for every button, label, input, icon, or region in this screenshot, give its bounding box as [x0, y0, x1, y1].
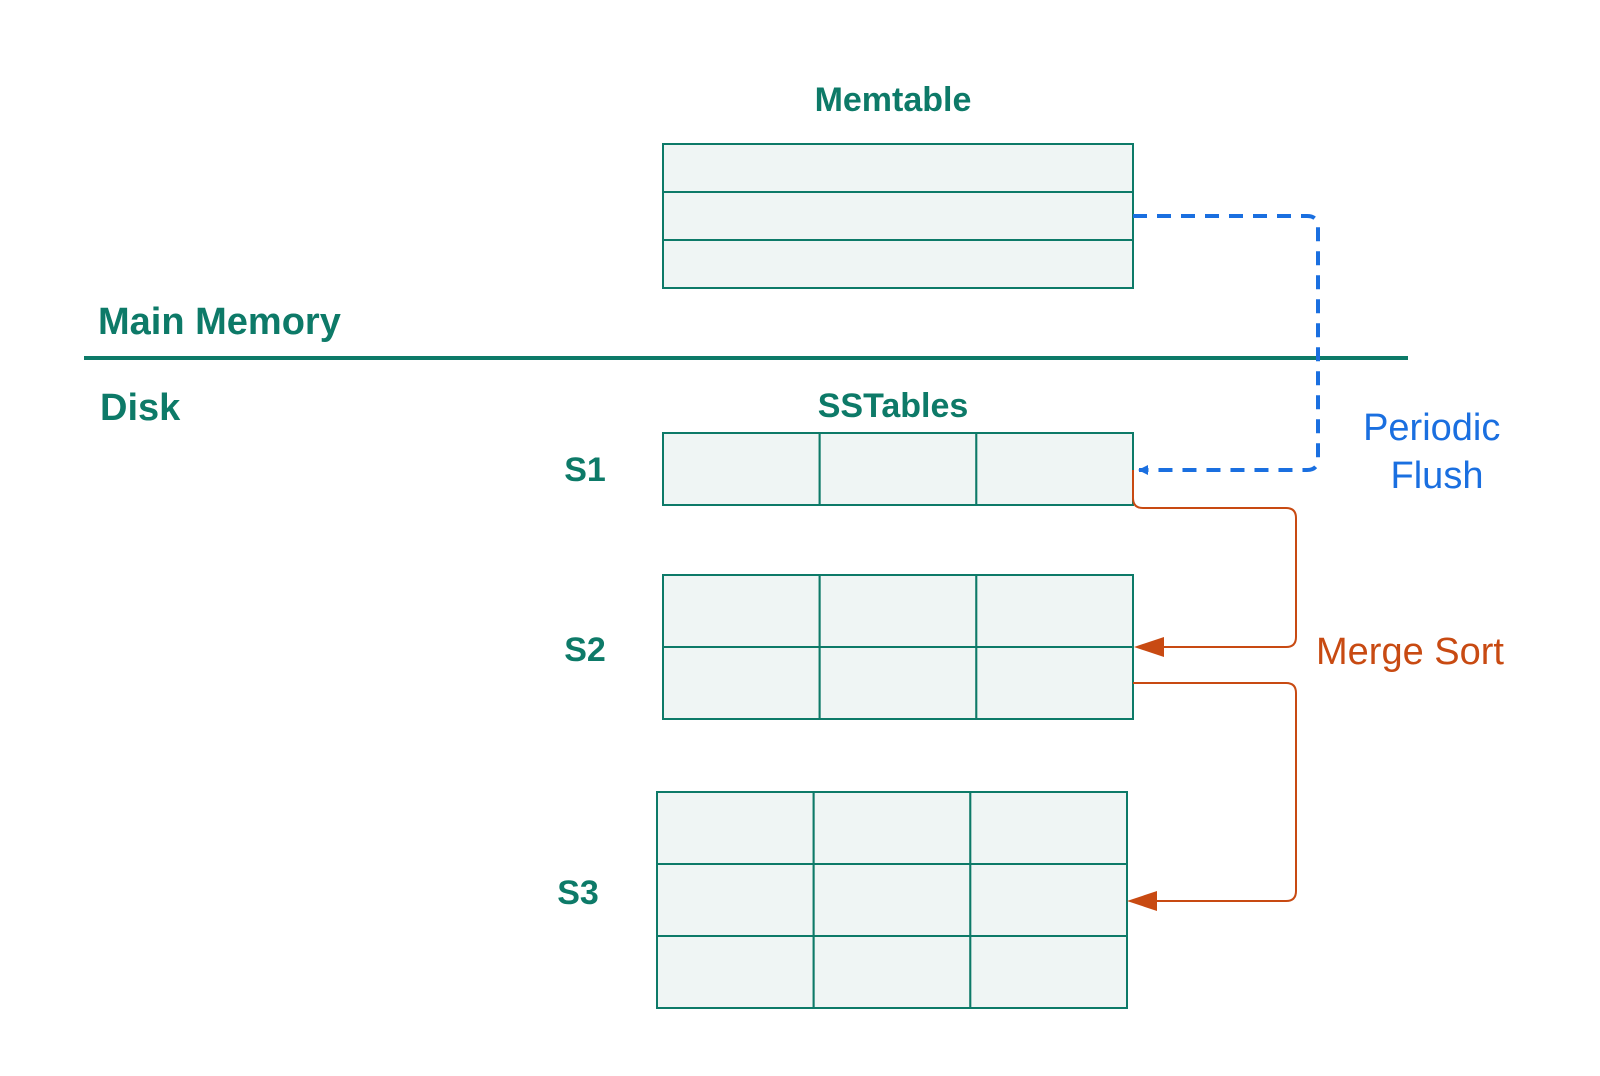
- periodic-flush-line2: Flush: [1391, 455, 1484, 497]
- s1-label: S1: [564, 451, 606, 489]
- s1-cell: [662, 432, 821, 506]
- s2-cell: [818, 574, 978, 648]
- memtable-box: [662, 143, 1134, 289]
- periodic-flush-arrow: [1133, 214, 1320, 475]
- s2-cell: [662, 646, 821, 720]
- s3-cell: [969, 935, 1128, 1009]
- merge-arrow-s2-to-s3: [1133, 682, 1297, 902]
- memtable-cell: [662, 191, 1134, 241]
- periodic-flush-line1: Periodic: [1363, 407, 1500, 449]
- s3-cell: [812, 791, 972, 865]
- s2-label: S2: [564, 631, 606, 669]
- s2-cell: [818, 646, 978, 720]
- periodic-flush-label: Periodic Flush: [1363, 407, 1511, 497]
- s3-cell: [812, 863, 972, 937]
- main-memory-label: Main Memory: [98, 301, 341, 343]
- sstable-s2: [662, 574, 1134, 720]
- s1-cell: [975, 432, 1134, 506]
- s2-cell: [975, 646, 1134, 720]
- merge-arrow-s1-to-s2: [1132, 470, 1297, 648]
- s2-cell: [975, 574, 1134, 648]
- merge-sort-label: Merge Sort: [1316, 631, 1504, 673]
- s3-label: S3: [557, 874, 599, 912]
- sstable-s1: [662, 432, 1134, 506]
- sstable-s3: [656, 791, 1128, 1009]
- s3-cell: [969, 863, 1128, 937]
- s1-cell: [818, 432, 978, 506]
- memtable-cell: [662, 143, 1134, 193]
- sstables-title: SSTables: [818, 387, 969, 425]
- merge-arrowhead-s2: [1134, 637, 1164, 657]
- s3-cell: [656, 863, 815, 937]
- s3-cell: [969, 791, 1128, 865]
- s3-cell: [656, 935, 815, 1009]
- s2-cell: [662, 574, 821, 648]
- disk-label: Disk: [100, 387, 181, 429]
- s3-cell: [812, 935, 972, 1009]
- merge-arrowhead-s3: [1127, 891, 1157, 911]
- memtable-cell: [662, 239, 1134, 289]
- s3-cell: [656, 791, 815, 865]
- memtable-title: Memtable: [815, 81, 972, 119]
